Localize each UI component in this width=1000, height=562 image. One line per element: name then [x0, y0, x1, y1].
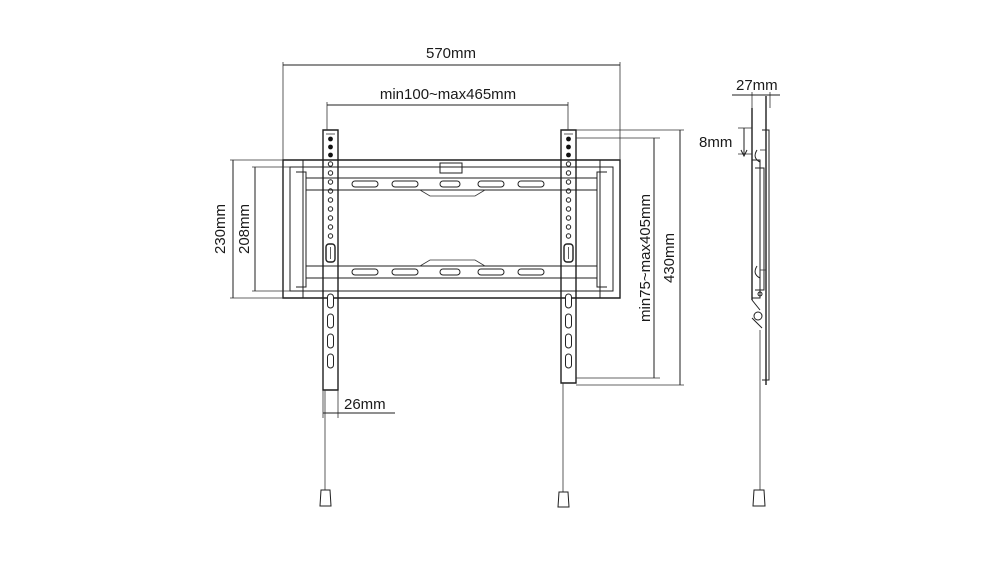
dimension-profile-depth: 27mm	[732, 77, 780, 108]
tilt-offset-label: 8mm	[699, 134, 732, 151]
bracket-height-inner-label: 208mm	[236, 204, 253, 254]
dimension-bracket-height-inner: 208mm	[236, 166, 290, 292]
dimension-bracket-height-outer: 230mm	[212, 159, 283, 299]
left-arm	[319, 129, 339, 507]
arm-width-label: 26mm	[344, 396, 386, 413]
vesa-vertical-label: min75~max405mm	[637, 194, 654, 322]
dimension-vesa-vertical: min75~max405mm	[576, 137, 660, 379]
dimension-arm-width: 26mm	[322, 390, 395, 418]
dimension-overall-width: 570mm	[282, 45, 621, 160]
side-profile-view	[751, 96, 770, 507]
vesa-horizontal-label: min100~max465mm	[380, 86, 516, 103]
overall-width-label: 570mm	[426, 45, 476, 62]
bottom-rail-slots	[351, 268, 545, 276]
right-arm-holes	[565, 136, 572, 239]
profile-depth-label: 27mm	[736, 77, 778, 94]
right-arm	[557, 129, 577, 508]
bracket-height-outer-label: 230mm	[212, 204, 229, 254]
arm-height-label: 430mm	[661, 233, 678, 283]
right-arm-lower-slots	[565, 293, 572, 369]
left-arm-lower-slots	[327, 293, 334, 369]
top-rail-slots	[351, 180, 545, 188]
front-view	[282, 129, 621, 508]
wall-plate	[282, 159, 621, 299]
dimension-vesa-horizontal: min100~max465mm	[326, 86, 569, 130]
dimension-tilt-offset: 8mm	[699, 127, 752, 158]
dimension-arm-height: 430mm	[576, 129, 684, 386]
left-arm-holes	[327, 136, 334, 239]
